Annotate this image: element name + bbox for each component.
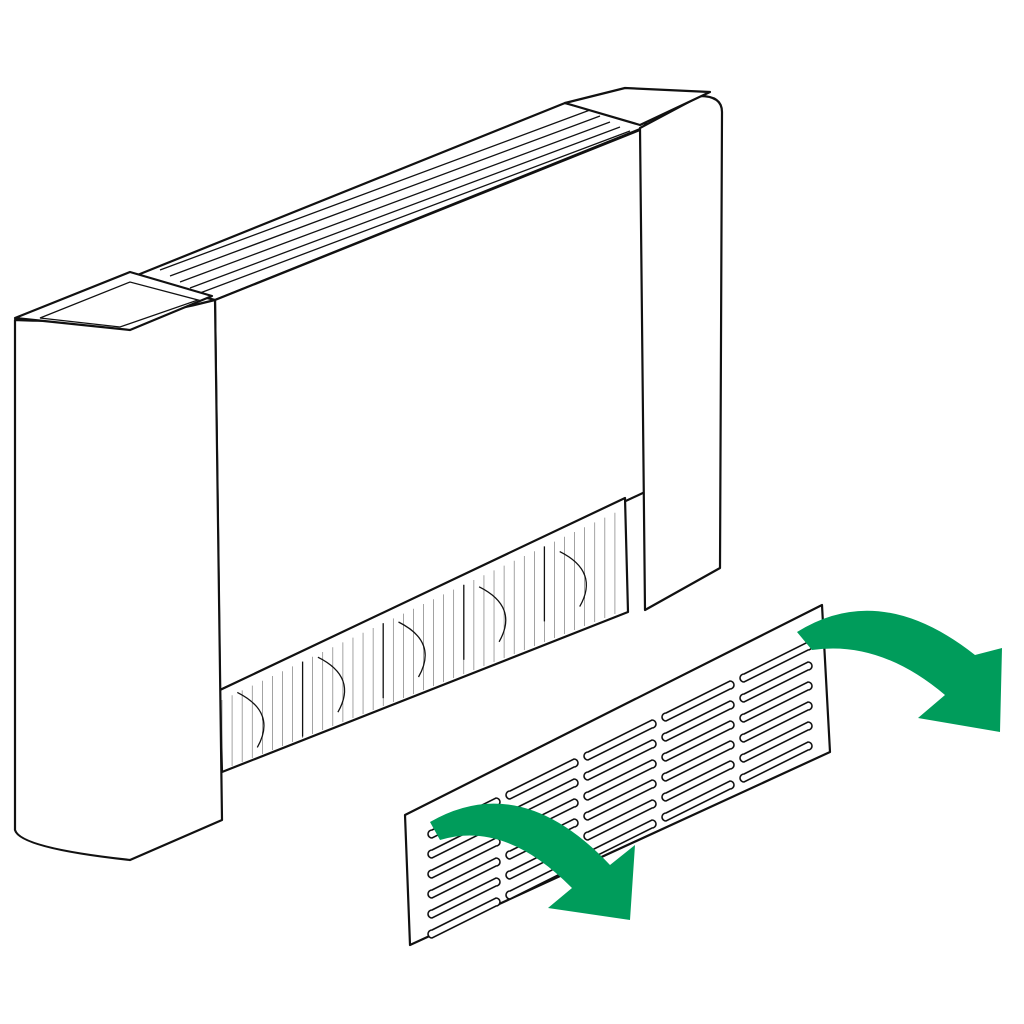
lower-left-arrow-icon	[430, 803, 635, 920]
fan-blade	[317, 656, 346, 713]
grille-slot	[661, 740, 735, 782]
grille-slot	[739, 681, 813, 723]
fan-blade	[237, 691, 265, 748]
upper-right-arrow-icon	[797, 610, 1002, 732]
grille-slot	[427, 897, 501, 939]
grille-slot	[583, 799, 657, 841]
grille-slot	[661, 760, 735, 802]
grille-slot	[661, 720, 735, 762]
left-side-panel	[13, 270, 224, 862]
unit-top-surface	[128, 101, 652, 302]
grille-slot	[739, 661, 813, 703]
fan-blade	[398, 621, 426, 678]
grille-slot	[427, 877, 501, 919]
grille-slot	[427, 857, 501, 899]
grille-slot	[583, 719, 657, 761]
grille-slot	[583, 759, 657, 801]
fan-blade	[478, 586, 507, 643]
grille-slot	[583, 739, 657, 781]
grille-slot	[661, 680, 735, 722]
grille-slot	[505, 758, 579, 800]
grille-slot	[739, 741, 813, 783]
grille-slot	[583, 779, 657, 821]
right-side-panel	[563, 86, 724, 612]
grille-slot	[739, 721, 813, 763]
fan-blade	[559, 551, 588, 607]
grille-slot	[661, 780, 735, 822]
grille-slot	[661, 700, 735, 742]
grille-slot	[739, 701, 813, 743]
